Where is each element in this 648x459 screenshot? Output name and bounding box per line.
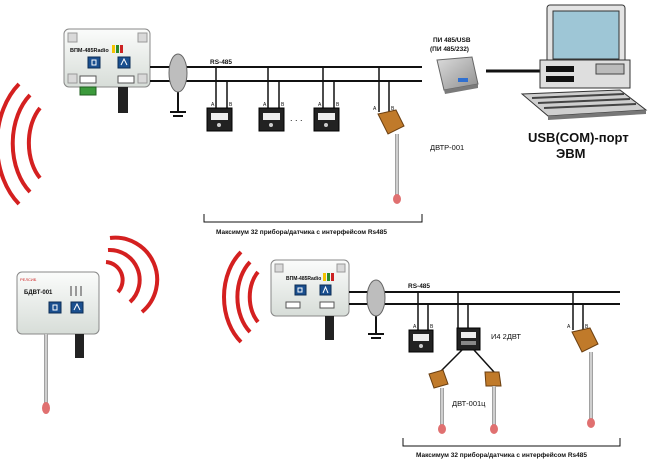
svg-text:РЕЛСИБ: РЕЛСИБ [20, 277, 37, 282]
svg-text:B: B [585, 324, 589, 330]
rs485-bus-top [150, 66, 422, 117]
meter-device-2: A B [258, 67, 285, 132]
rs485-bus-bottom [349, 291, 620, 339]
svg-text:B: B [430, 324, 434, 330]
temperature-probe-bottom-right: A B [567, 292, 599, 428]
converter-label-1: ПИ 485/USB [433, 37, 471, 44]
svg-text:A: A [263, 102, 267, 108]
computer-icon [520, 4, 648, 120]
radio-module-top: ВПМ-485Radio [63, 28, 151, 113]
ferrite-core-bottom [366, 279, 386, 317]
meter-device-3: A B [313, 67, 340, 132]
svg-text:A: A [318, 102, 322, 108]
meter-device-bottom: A B [408, 292, 434, 353]
svg-text:B: B [229, 102, 233, 108]
pc-label-1: USB(COM)-порт [528, 130, 629, 145]
svg-text:A: A [373, 106, 377, 112]
bus-label-bottom: RS-485 [408, 283, 430, 290]
probe-label-bottom: ДВТ-001ц [452, 399, 486, 408]
bracket-label-top: Максимум 32 прибора/датчика с интерфейсо… [216, 228, 387, 236]
radio-signal-icon [0, 82, 42, 206]
wireless-sensor-label: БДВТ-001 [24, 290, 53, 296]
wireless-sensor-device: РЕЛСИБ БДВТ-001 [16, 271, 100, 414]
ferrite-core-top [168, 53, 188, 93]
pc-label-2: ЭВМ [556, 146, 585, 161]
radio-signal-icon [105, 235, 160, 314]
usb-converter [436, 56, 479, 94]
meter-device-1: A B [206, 67, 233, 132]
svg-text:A: A [567, 324, 571, 330]
device-label-2dvt: И4 2ДВТ [491, 332, 521, 341]
radio-signal-icon [222, 250, 260, 344]
bracket-bottom [402, 438, 621, 447]
temperature-probe-1 [428, 369, 449, 434]
converter-device-2dvt [439, 292, 495, 373]
temperature-probe-2 [484, 371, 502, 434]
converter-label-2: (ПИ 485/232) [430, 46, 469, 53]
module-top-label: ВПМ-485Radio [70, 48, 109, 54]
svg-text:B: B [336, 102, 340, 108]
temperature-probe-top: A B [373, 67, 405, 204]
module-bottom-label: ВПМ-485Radio [286, 276, 321, 282]
svg-text:B: B [391, 106, 395, 112]
radio-module-bottom: ВПМ-485Radio [270, 259, 350, 340]
bracket-top [203, 214, 423, 223]
ellipsis: . . . [290, 113, 303, 123]
bus-label-top: RS-485 [210, 59, 232, 66]
bracket-label-bottom: Максимум 32 прибора/датчика с интерфейсо… [416, 451, 587, 459]
sensor-label-top: ДВТР-001 [430, 143, 464, 152]
svg-text:B: B [281, 102, 285, 108]
svg-text:A: A [211, 102, 215, 108]
svg-text:A: A [413, 324, 417, 330]
